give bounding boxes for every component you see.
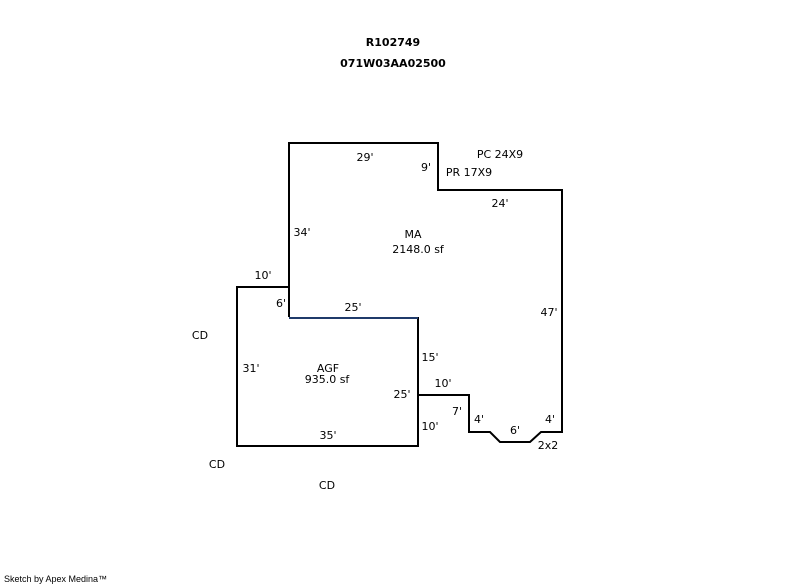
dim-bay-left: 4' (474, 413, 484, 426)
dim-shared: 25' (344, 301, 361, 314)
ma-code-label: MA (404, 228, 421, 241)
dim-agf-notch: 6' (276, 297, 286, 310)
map-number: 071W03AA02500 (340, 57, 446, 70)
pr-annotation: PR 17X9 (446, 166, 492, 179)
bump-annotation: 2x2 (538, 439, 559, 452)
dim-agf-right-lower: 10' (421, 420, 438, 433)
parcel-id: R102749 (365, 36, 421, 49)
dim-agf-bottom: 35' (319, 429, 336, 442)
dim-ma-right: 47' (540, 306, 557, 319)
agf-area-label: 935.0 sf (305, 373, 351, 386)
ma-outline (288, 142, 563, 443)
dim-ma-step-side: 9' (421, 161, 431, 174)
dim-agf-right-upper: 15' (421, 351, 438, 364)
cd-label-left: CD (192, 329, 208, 342)
agf-outline (236, 286, 419, 447)
dim-jog-top: 10' (434, 377, 451, 390)
cd-label-bottom: CD (319, 479, 335, 492)
agf-code-label: AGF (317, 362, 339, 375)
dim-ma-step-top: 24' (491, 197, 508, 210)
dim-ma-top: 29' (356, 151, 373, 164)
dim-bay-right: 4' (545, 413, 555, 426)
dim-ma-left: 34' (293, 226, 310, 239)
pc-annotation: PC 24X9 (477, 148, 523, 161)
dim-agf-left: 31' (242, 362, 259, 375)
dim-agf-top: 10' (254, 269, 271, 282)
ma-area-label: 2148.0 sf (392, 243, 445, 256)
cd-label-bottom-left: CD (209, 458, 225, 471)
dim-jog-side: 7' (452, 405, 462, 418)
dim-agf-right: 25' (393, 388, 410, 401)
sketch-credit: Sketch by Apex Medina™ (4, 574, 108, 584)
dim-bay-mid: 6' (510, 424, 520, 437)
